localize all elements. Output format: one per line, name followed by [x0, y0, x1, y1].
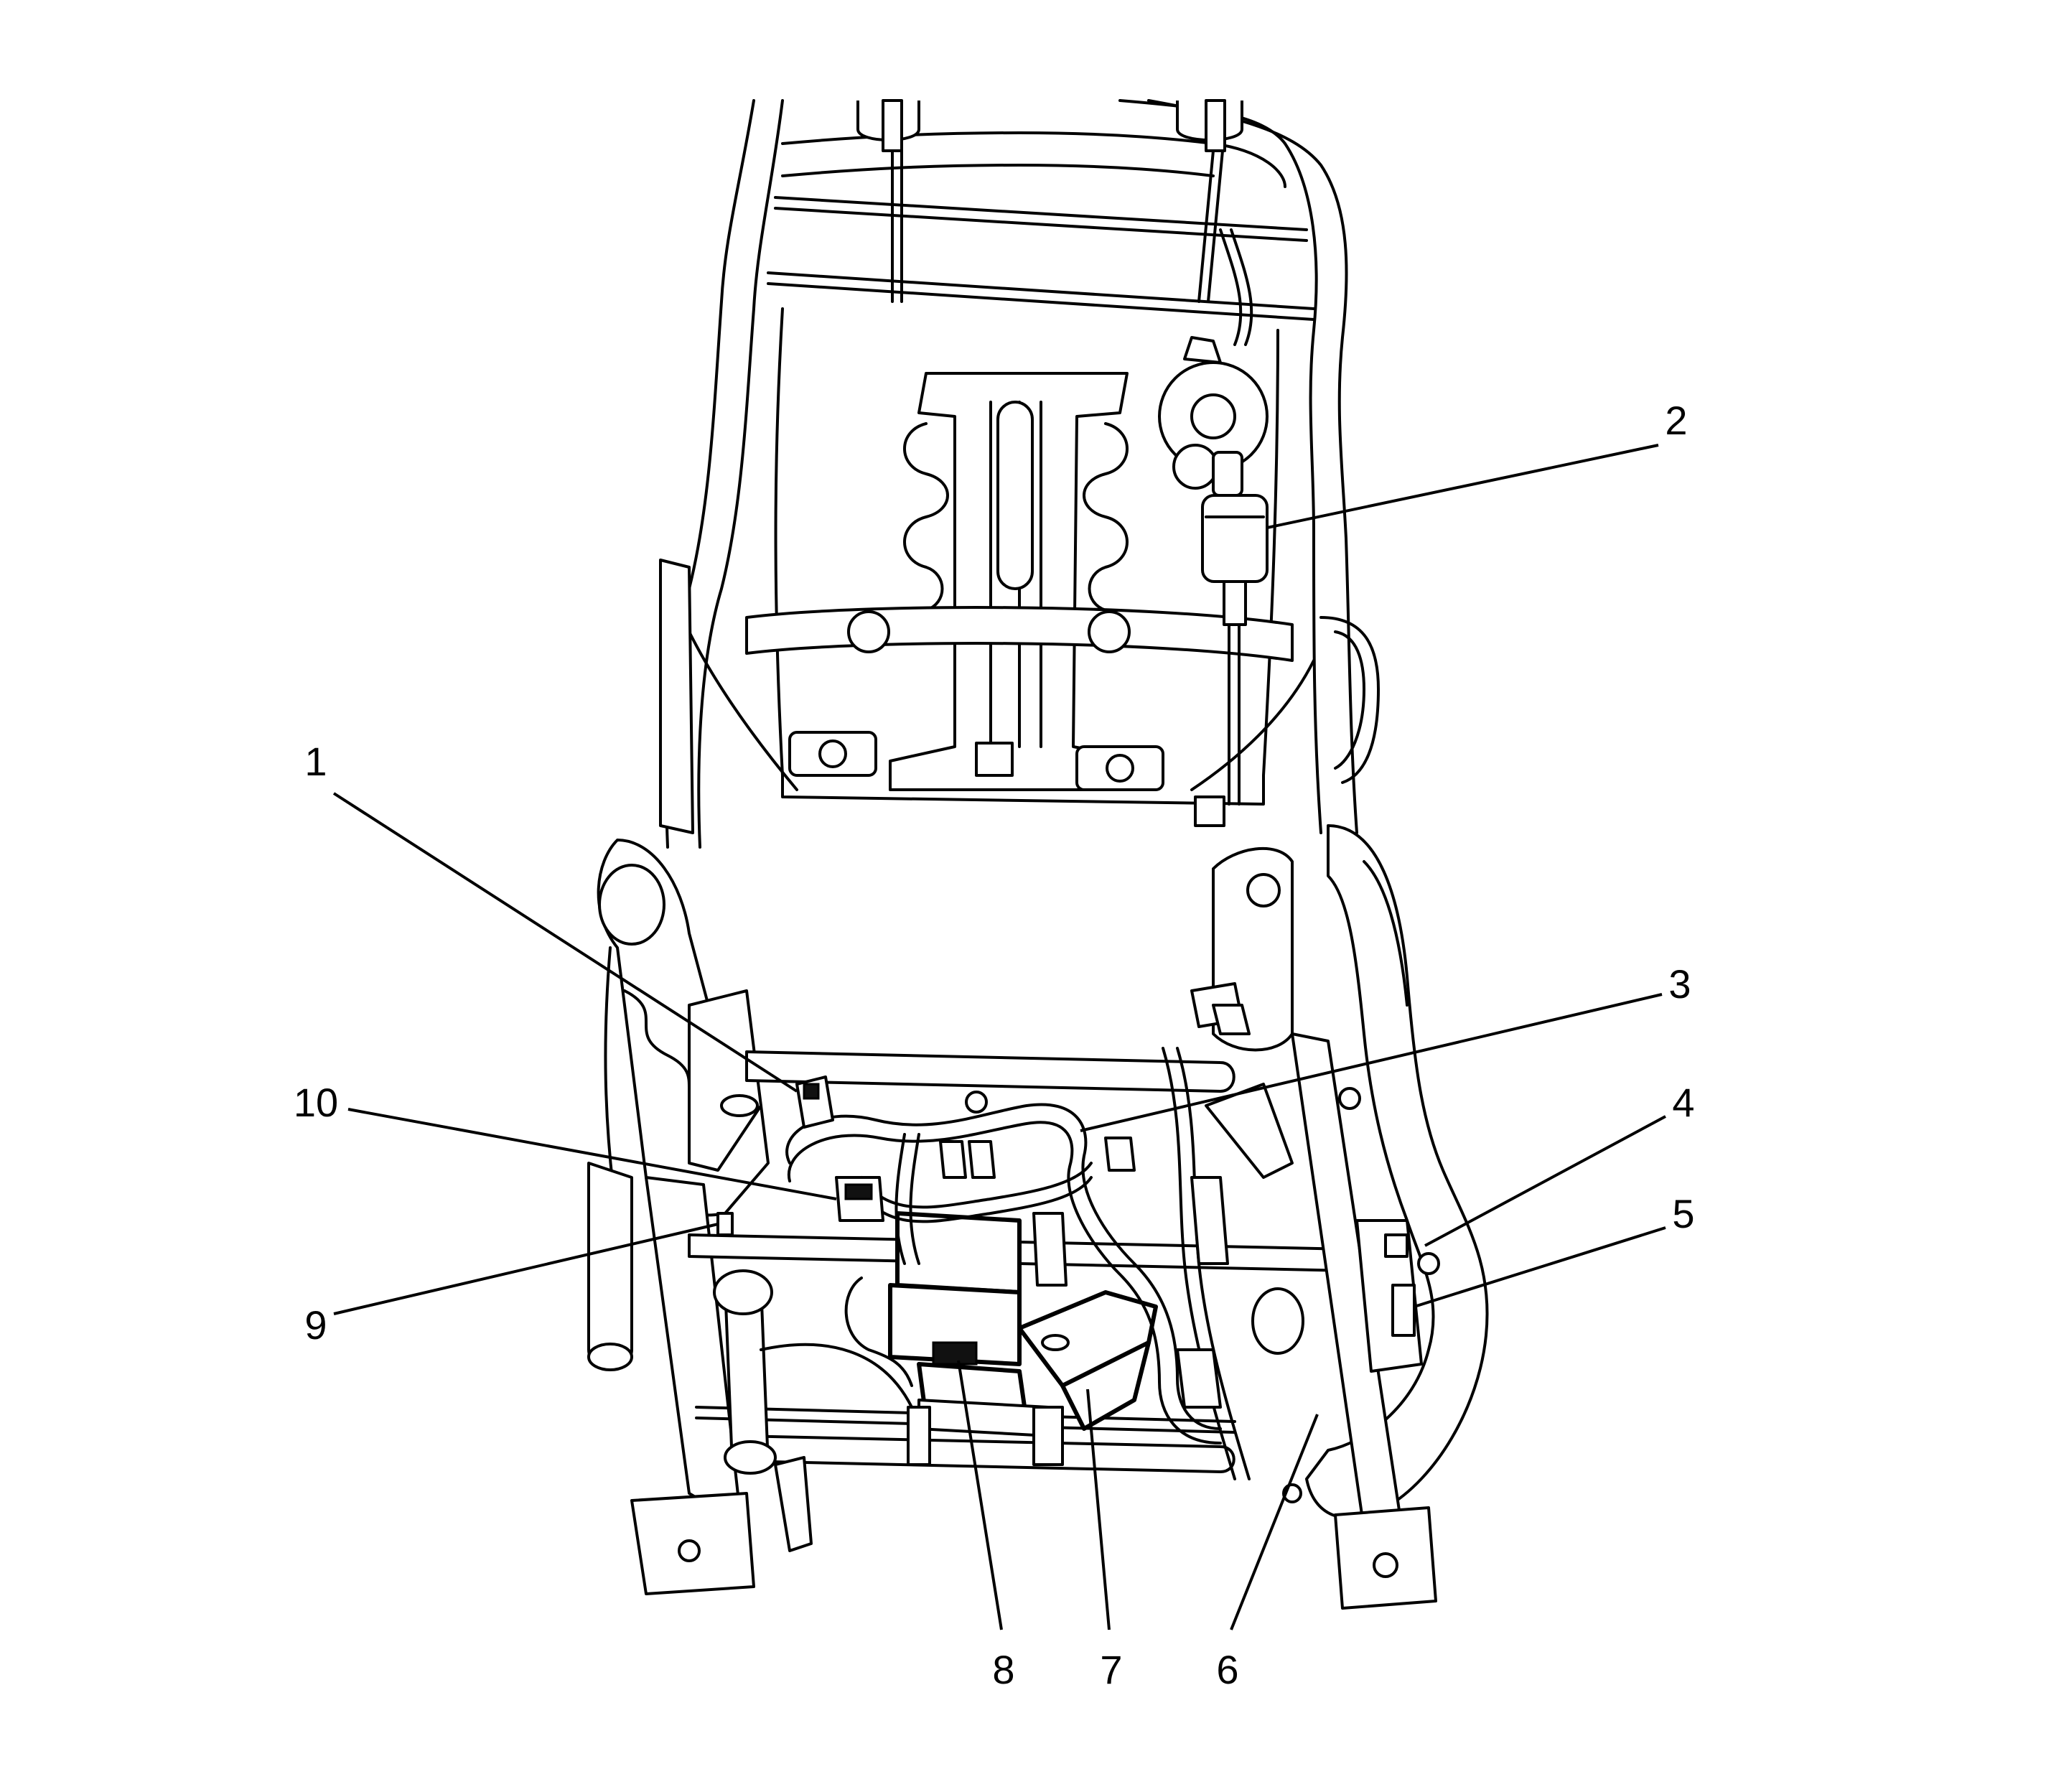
- leader-4: [1424, 1115, 1666, 1247]
- leader-2: [1266, 444, 1659, 529]
- leader-lines: [332, 444, 1666, 1630]
- callout-5: 5: [1672, 1191, 1694, 1236]
- leader-7: [1086, 1389, 1111, 1630]
- leader-5: [1414, 1226, 1666, 1308]
- seat-back-frame: [659, 99, 1380, 849]
- seat-adjuster-frame: [587, 824, 1489, 1610]
- callout-6: 6: [1216, 1647, 1238, 1692]
- leader-8: [957, 1360, 1003, 1630]
- callout-9: 9: [304, 1302, 327, 1348]
- callouts: 1 2 3 4 5 6 7 8 9 10: [294, 398, 1695, 1692]
- leader-3: [1080, 993, 1663, 1132]
- leader-9: [333, 1223, 719, 1315]
- leader-1: [332, 792, 798, 1093]
- callout-8: 8: [992, 1647, 1014, 1692]
- callout-7: 7: [1100, 1647, 1122, 1692]
- callout-10: 10: [294, 1080, 338, 1125]
- lumbar-motor: [1158, 228, 1269, 827]
- callout-3: 3: [1668, 961, 1691, 1007]
- leader-10: [347, 1108, 837, 1200]
- leader-6: [1230, 1414, 1319, 1630]
- callout-4: 4: [1672, 1080, 1694, 1125]
- callout-1: 1: [304, 739, 327, 784]
- callout-2: 2: [1665, 398, 1687, 443]
